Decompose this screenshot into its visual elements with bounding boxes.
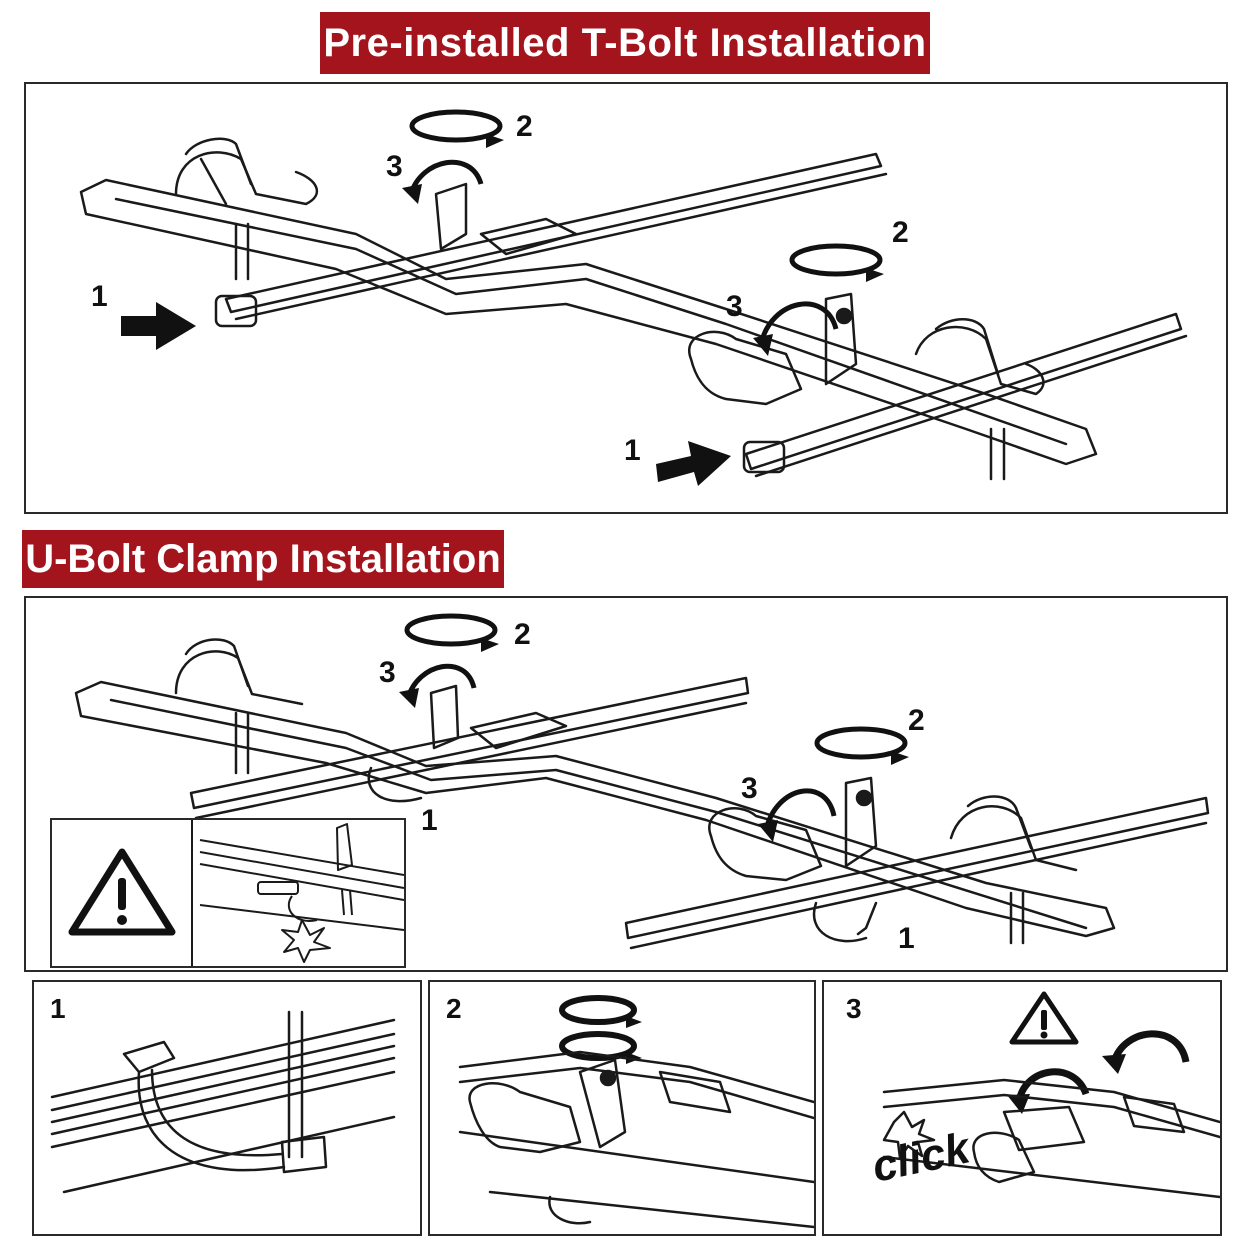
tbolt-left-step2-label: 2 — [516, 110, 533, 143]
tbolt-right-step3-label: 3 — [726, 290, 743, 323]
tbolt-bike-tray — [79, 178, 1098, 466]
tbolt-title-text: Pre-installed T-Bolt Installation — [323, 20, 927, 65]
ubolt-rotate-arrows — [404, 613, 908, 831]
step1-label: 1 — [50, 993, 66, 1024]
tbolt-right-flip-icon — [758, 301, 839, 345]
tbolt-section-title: Pre-installed T-Bolt Installation — [320, 12, 930, 74]
tbolt-diagram: 1 1 2 2 3 3 — [79, 109, 1188, 486]
tbolt-push-arrows — [121, 302, 731, 486]
step3-label: 3 — [846, 993, 862, 1024]
step3-click-text: click — [868, 1123, 976, 1192]
ubolt-title-text: U-Bolt Clamp Installation — [25, 536, 501, 581]
ubolt-right-step3-label: 3 — [741, 772, 758, 805]
ubolt-left-step3-label: 3 — [379, 656, 396, 689]
ubolt-right-rotate-icon — [814, 726, 908, 760]
step3-wheel-cradle — [1122, 1095, 1186, 1134]
step2-clamp-knob — [468, 1082, 582, 1154]
tbolt-front-wheel-cradle — [914, 325, 1045, 396]
ubolt-back-crossbar — [189, 676, 750, 810]
ubolt-clamp-knob — [708, 807, 823, 882]
tbolt-front-crossbar — [744, 312, 1183, 471]
ubolt-downtube-arm — [429, 684, 460, 750]
ubolt-right-step1-label: 1 — [898, 922, 915, 955]
ubolt-bike-tray — [74, 680, 1116, 938]
step3-flip-icons — [1015, 1030, 1190, 1103]
tbolt-downtube-cradle — [479, 217, 578, 256]
warning-triangle-icon — [68, 848, 176, 936]
warning-inset — [50, 818, 406, 968]
warning-inset-post — [336, 823, 353, 871]
step3-diagram: 3 click — [846, 991, 1220, 1199]
step2-wheel-cradle — [658, 1070, 732, 1114]
tbolt-diagram-panel: 1 1 2 2 3 3 — [24, 82, 1228, 514]
step2-diagram: 2 — [446, 993, 814, 1229]
ubolt-downtube-cradle — [469, 711, 568, 750]
tbolt-back-crossbar-end — [214, 294, 258, 328]
step2-clamp-post — [578, 1058, 627, 1149]
tbolt-right-step1-label: 1 — [624, 434, 641, 467]
step3-clamp-knob — [1002, 1105, 1086, 1152]
tbolt-rear-wheel-cradle — [174, 151, 319, 206]
step2-tray — [458, 1050, 814, 1104]
tbolt-left-push-arrow-icon — [121, 302, 196, 350]
step1-crossbar — [50, 1018, 396, 1099]
tbolt-rotate-arrows — [408, 109, 883, 345]
step1-clamp-top — [122, 1040, 176, 1074]
tbolt-back-crossbar — [224, 152, 883, 314]
ubolt-right-clamp — [812, 901, 868, 943]
ubolt-left-clamp — [367, 766, 423, 803]
ubolt-left-flip-icon — [405, 663, 477, 699]
ubolt-left-rotate-icon — [404, 613, 498, 647]
warning-impact-icon — [281, 919, 331, 963]
ubolt-right-step2-label: 2 — [908, 704, 925, 737]
step3-panel: 3 click — [822, 980, 1222, 1236]
warning-inset-clamp — [287, 895, 318, 922]
ubolt-left-step2-label: 2 — [514, 618, 531, 651]
tbolt-clamp-post — [824, 292, 858, 386]
warning-inset-diagram — [68, 820, 404, 966]
ubolt-front-wheel-cradle — [949, 805, 1078, 872]
warning-inset-rail — [199, 839, 404, 876]
tbolt-front-crossbar-end — [742, 440, 786, 474]
tbolt-left-step3-label: 3 — [386, 150, 403, 183]
tbolt-downtube-arm — [434, 182, 468, 251]
tbolt-left-step1-label: 1 — [91, 280, 108, 313]
ubolt-left-step1-label: 1 — [421, 804, 438, 837]
ubolt-right-flip-icon — [763, 788, 837, 831]
step2-label: 2 — [446, 993, 462, 1024]
step2-panel: 2 — [428, 980, 816, 1236]
step3-right-flip-icon — [1110, 1030, 1190, 1064]
step3-click-burst-icon — [882, 1110, 936, 1160]
step1-u-clamp — [137, 1070, 286, 1172]
tbolt-right-rotate-icon — [789, 243, 883, 277]
ubolt-section-title: U-Bolt Clamp Installation — [22, 530, 504, 588]
step1-panel: 1 — [32, 980, 422, 1236]
step3-tray — [882, 1078, 1220, 1124]
ubolt-clamp-post — [844, 776, 878, 868]
step2-rotate-bottom-icon — [559, 1031, 637, 1061]
step3-left-flip-icon — [1015, 1068, 1090, 1103]
step3-warning-icon — [1009, 991, 1079, 1045]
tbolt-right-step2-label: 2 — [892, 216, 909, 249]
ubolt-diagram: 2 2 3 3 1 1 — [74, 613, 1210, 955]
tbolt-clamp-knob — [688, 330, 803, 406]
tbolt-right-push-arrow-icon — [656, 441, 731, 486]
tbolt-left-flip-icon — [408, 159, 484, 195]
ubolt-front-crossbar — [624, 796, 1210, 940]
tbolt-left-rotate-icon — [409, 109, 503, 143]
step1-diagram: 1 — [50, 993, 396, 1194]
step2-rotate-icons — [559, 995, 637, 1061]
step2-rotate-top-icon — [559, 995, 637, 1025]
step1-clamp-plate — [280, 1135, 328, 1174]
